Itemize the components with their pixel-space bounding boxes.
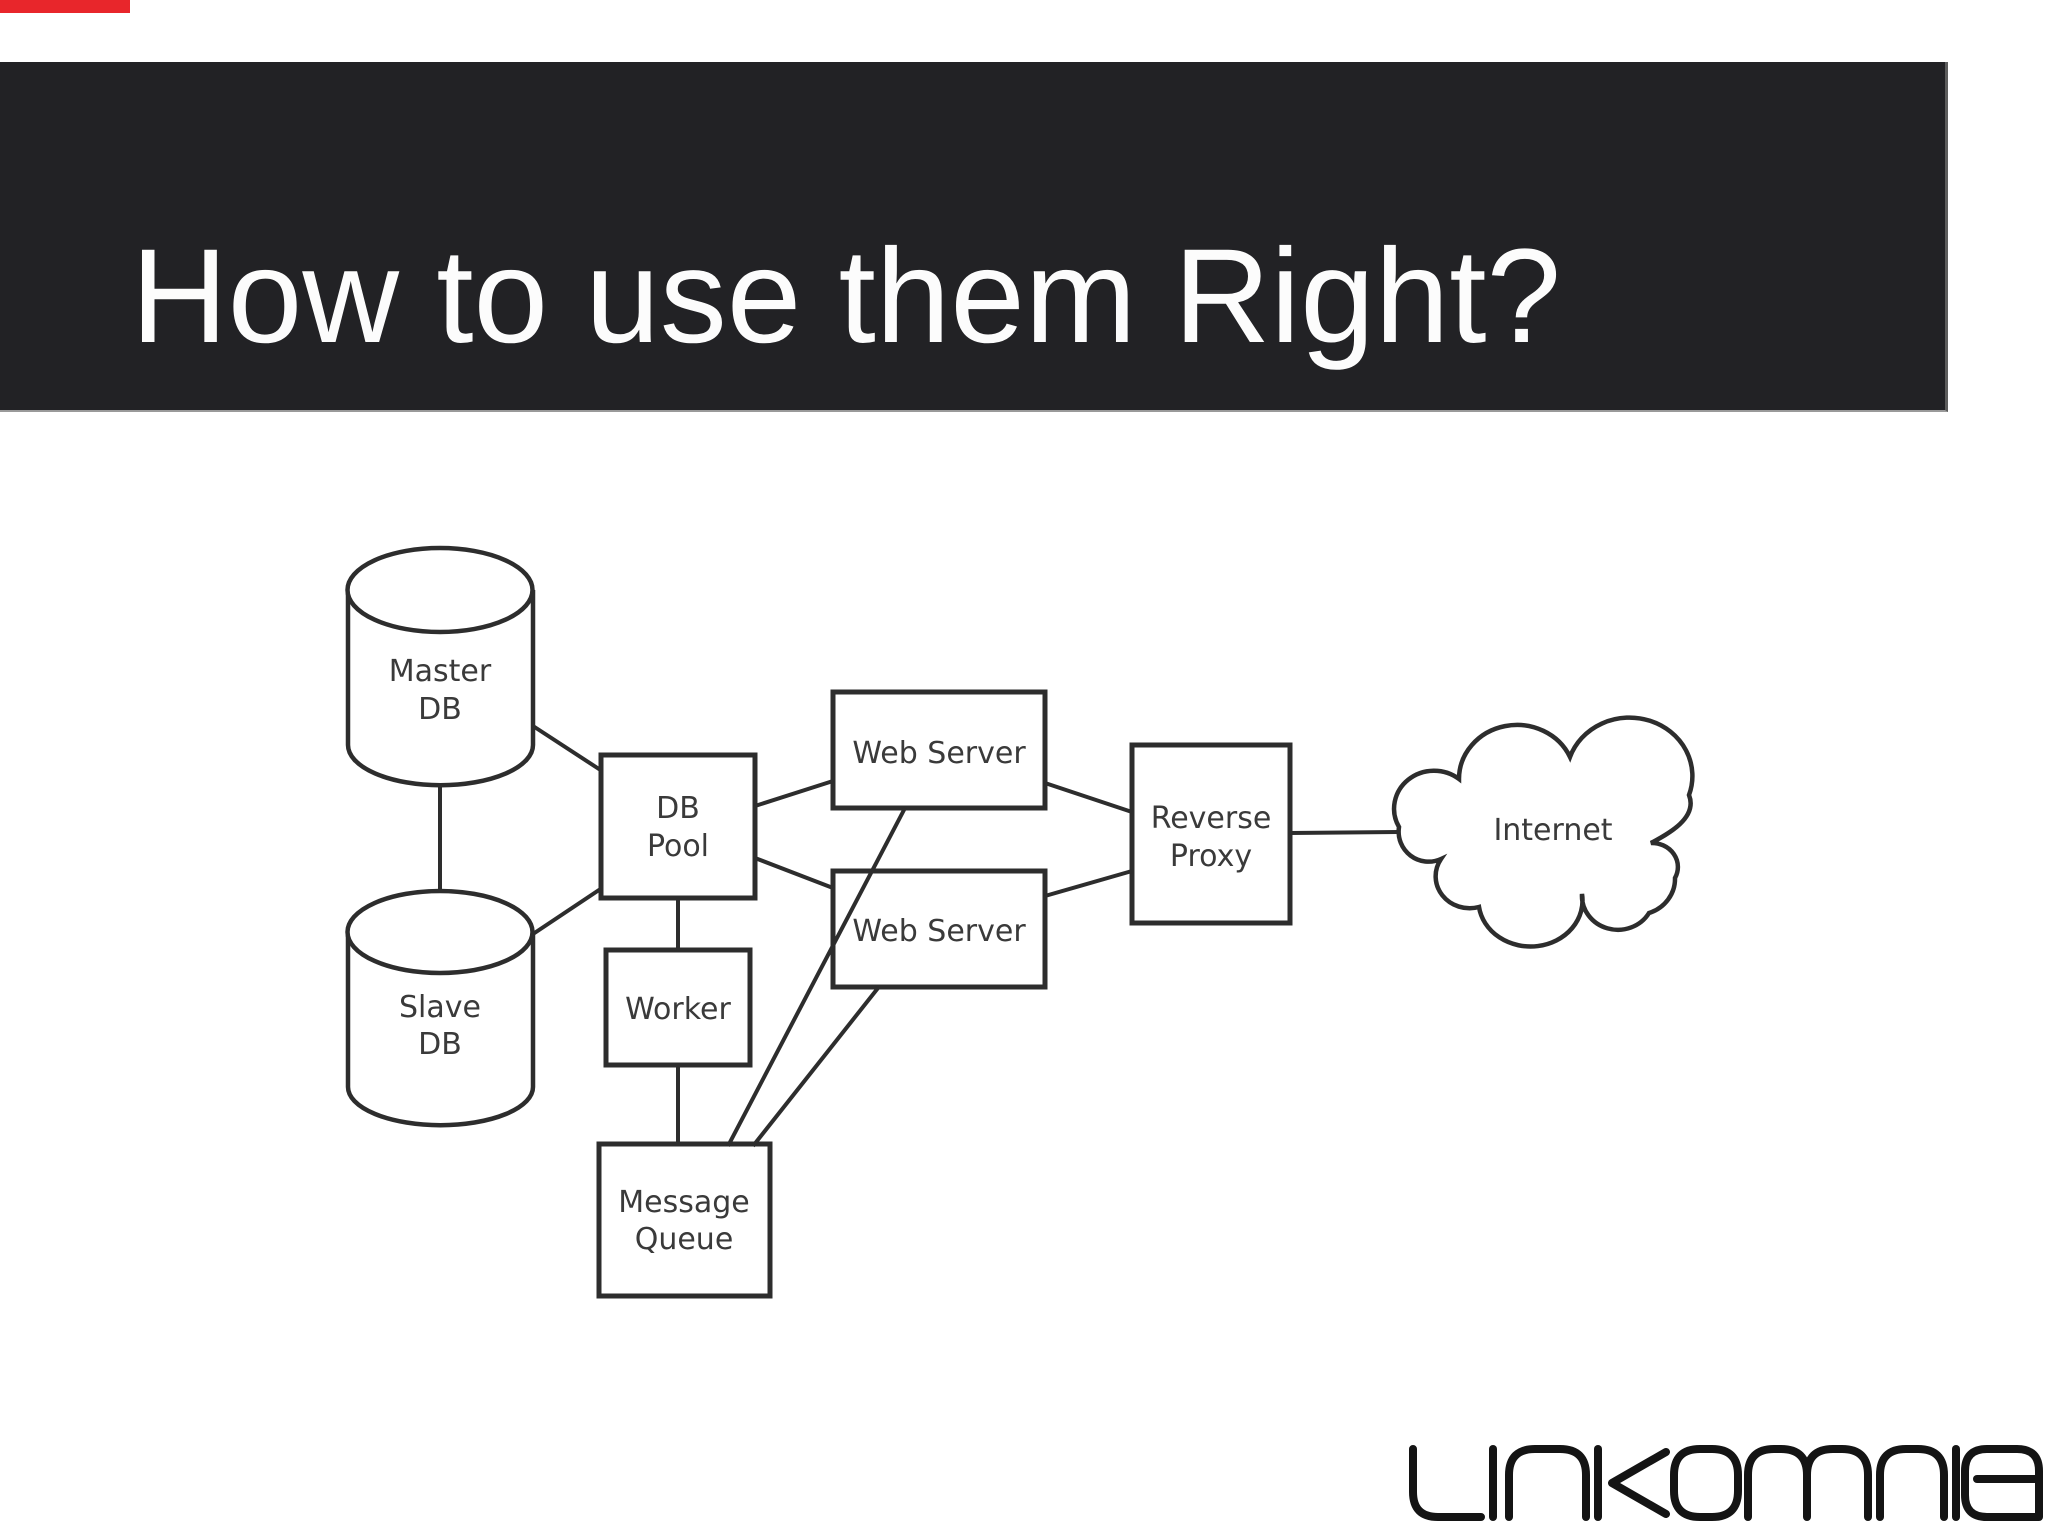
web-server-top-label: Web Server xyxy=(852,736,1026,771)
internet-cloud-node xyxy=(1391,715,1695,949)
web-server-top-node xyxy=(830,689,1048,811)
master-db-label: Master xyxy=(389,654,492,689)
edge-queue-webserver2 xyxy=(751,986,880,1148)
diagram-edges xyxy=(438,724,1401,1148)
master-db-node xyxy=(345,545,536,788)
linkomnia-logo xyxy=(1409,1445,2043,1521)
message-queue-label-2: Queue xyxy=(635,1222,734,1257)
reverse-proxy-label-2: Proxy xyxy=(1170,839,1252,874)
web-server-bottom-label: Web Server xyxy=(852,914,1026,949)
internet-label: Internet xyxy=(1493,813,1612,848)
slave-db-label-2: DB xyxy=(418,1027,462,1062)
edge-proxy-internet xyxy=(1289,830,1401,835)
edge-dbpool-webserver1 xyxy=(754,779,834,808)
master-db-label-2: DB xyxy=(418,692,462,727)
edge-webserver2-proxy xyxy=(1044,869,1133,898)
reverse-proxy-label: Reverse xyxy=(1151,801,1272,836)
edge-dbpool-webserver2 xyxy=(754,856,834,890)
video-progress-bar xyxy=(0,0,130,13)
reverse-proxy-node xyxy=(1129,742,1293,926)
slave-db-label: Slave xyxy=(399,990,481,1025)
worker-label: Worker xyxy=(625,992,731,1027)
db-pool-label-2: Pool xyxy=(647,829,709,864)
title-band: How to use them Right? xyxy=(0,62,1948,412)
edge-slave-dbpool xyxy=(531,886,604,936)
slide-title: How to use them Right? xyxy=(131,222,1562,371)
db-pool-label: DB xyxy=(656,791,700,826)
edge-master-dbpool xyxy=(531,724,604,773)
edge-webserver1-proxy xyxy=(1044,781,1133,814)
web-server-bottom-node xyxy=(830,868,1048,990)
message-queue-label: Message xyxy=(618,1185,749,1220)
edge-queue-webserver1 xyxy=(726,807,907,1147)
db-pool-node xyxy=(598,752,758,901)
message-queue-node xyxy=(596,1141,773,1299)
